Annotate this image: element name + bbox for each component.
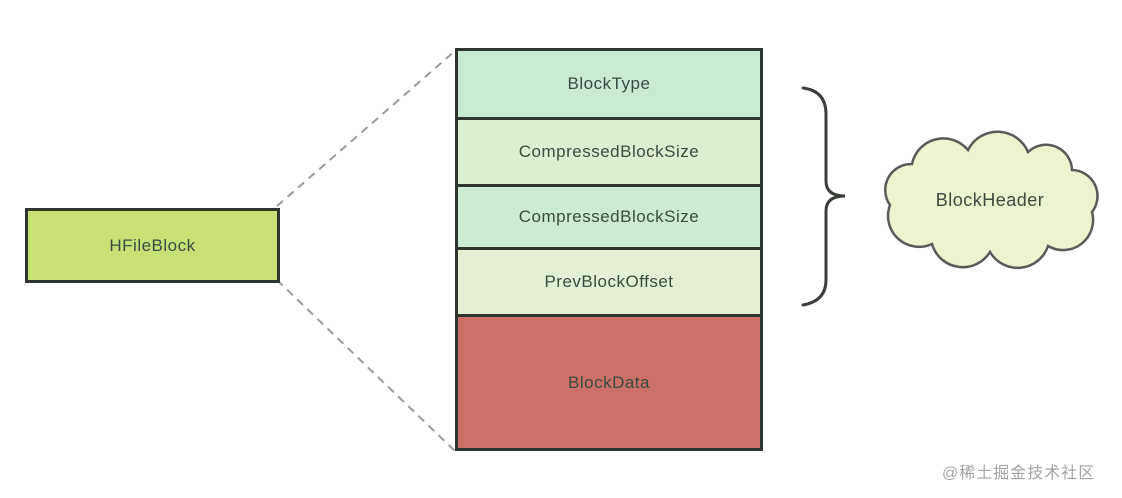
block-header-cloud-label: BlockHeader [935, 190, 1045, 210]
watermark-text: @稀土掘金技术社区 [942, 465, 1096, 482]
stack-row-block-data: BlockData [458, 314, 760, 448]
stack-row-compressed-block-size-2: CompressedBlockSize [458, 184, 760, 247]
connector-line-top [276, 49, 457, 207]
hfileblock-node: HFileBlock [25, 208, 280, 283]
stack-row-block-type: BlockType [458, 51, 760, 117]
hfileblock-node-label: HFileBlock [109, 235, 196, 255]
block-structure-stack: BlockType CompressedBlockSize Compressed… [455, 48, 763, 451]
stack-row-prev-block-offset: PrevBlockOffset [458, 247, 760, 314]
stack-row-compressed-block-size-1: CompressedBlockSize [458, 117, 760, 184]
connector-line-bottom [276, 279, 457, 453]
brace-shape [801, 86, 846, 307]
